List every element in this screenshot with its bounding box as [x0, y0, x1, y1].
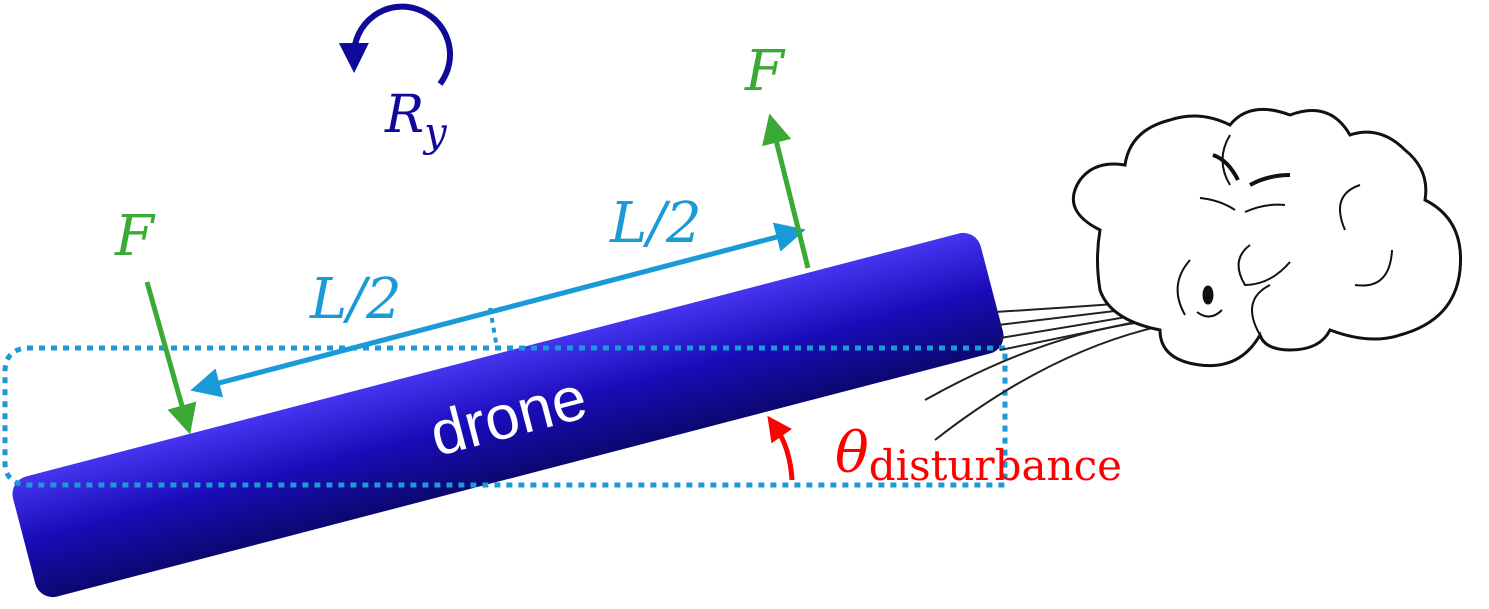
force-label-left: F [114, 204, 156, 269]
half-length-label-left: L/2 [309, 267, 402, 332]
angle-arrow-icon [767, 415, 795, 481]
level-reference-box [2, 345, 1008, 488]
half-length-label-right: L/2 [609, 191, 702, 256]
rotation-label: Ry [384, 85, 448, 156]
rotation-arrow-icon [338, 3, 453, 86]
angle-label: θdisturbance [835, 421, 1122, 490]
length-arrow [190, 222, 806, 398]
force-arrow-left [144, 281, 197, 435]
wind-cloud-icon [1071, 107, 1463, 368]
drone-body: drone [12, 232, 1004, 598]
force-label-right: F [744, 39, 786, 104]
force-arrow-right [762, 113, 811, 269]
